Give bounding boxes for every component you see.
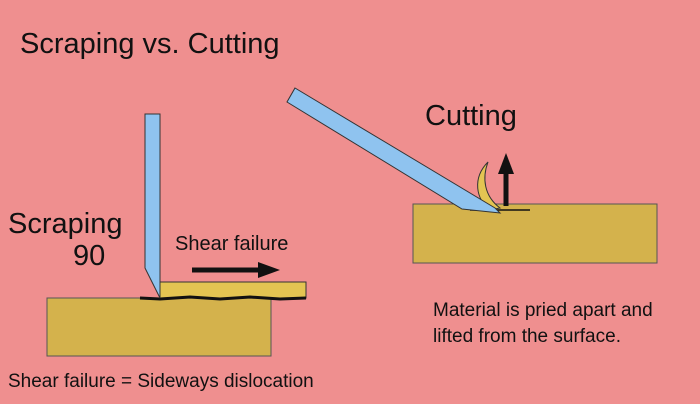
scraping-workpiece <box>46 297 272 357</box>
cutting-label: Cutting <box>425 100 517 132</box>
scraping-angle: 90 <box>73 240 106 272</box>
shear-failure-label: Shear failure <box>175 233 289 255</box>
scraping-chip <box>159 281 307 299</box>
cutting-workpiece <box>412 203 658 264</box>
shear-line <box>139 295 307 301</box>
cutting-tool <box>286 87 502 214</box>
shear-arrow-icon <box>192 262 280 278</box>
footer-note: Shear failure = Sideways dislocation <box>8 371 314 392</box>
page-title: Scraping vs. Cutting <box>20 28 280 60</box>
scraping-label: Scraping <box>8 208 123 240</box>
material-note: Material is pried apart and lifted from … <box>433 300 653 347</box>
scraping-tool <box>144 113 161 299</box>
cutting-chip <box>477 161 502 211</box>
lift-arrow-icon <box>498 153 514 206</box>
